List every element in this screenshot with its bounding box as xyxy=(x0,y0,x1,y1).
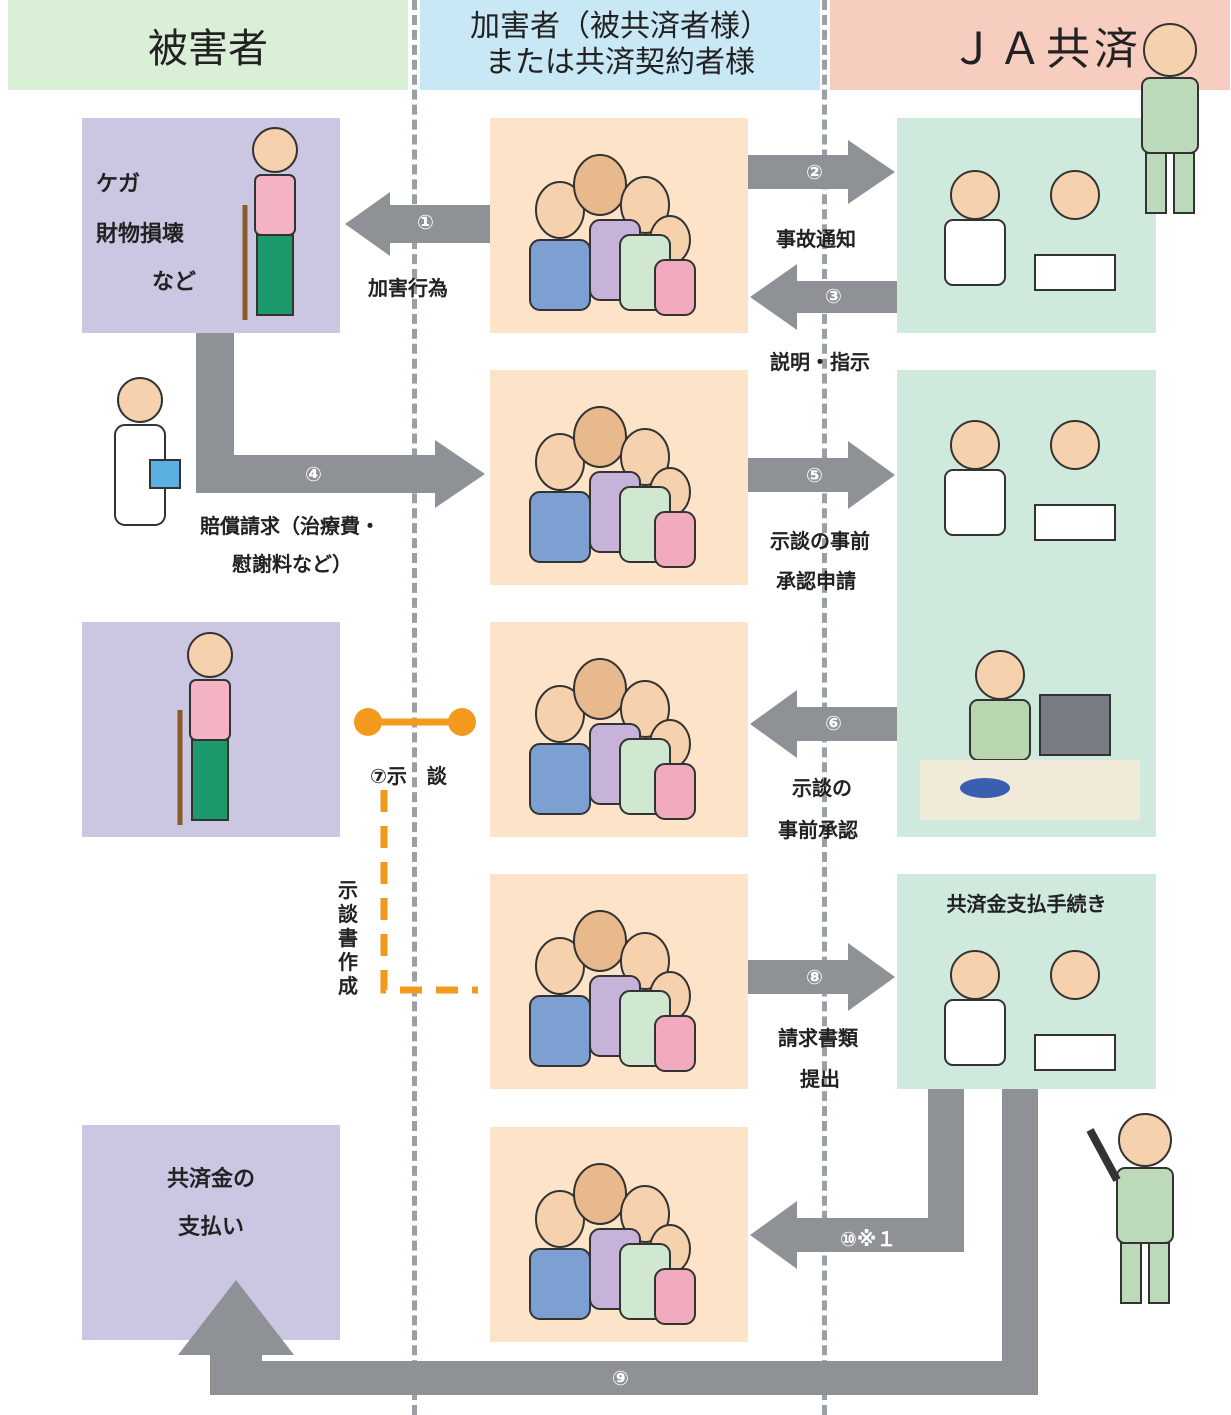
arrow-8 xyxy=(748,943,895,1011)
arrow-5 xyxy=(748,441,895,509)
step-3-label: 説明・指示 xyxy=(770,350,870,374)
step-7-label: ⑦示 談 xyxy=(370,764,447,788)
step-10-label: ⑩※１ xyxy=(840,1227,897,1251)
step-2-label: 事故通知 xyxy=(776,227,856,251)
step-3-number: ③ xyxy=(825,284,842,308)
header-perpetrator-line1: 加害者（被共済者様） xyxy=(470,9,770,44)
ja-staff-computer xyxy=(920,650,1140,820)
header-perpetrator-line2: または共済契約者様 xyxy=(485,45,755,80)
arrow-3 xyxy=(750,264,897,330)
victim-payment-text-2: 支払い xyxy=(177,1215,244,1240)
step-6-label-1: 示談の xyxy=(792,776,852,800)
family-illustration-5 xyxy=(529,1163,696,1325)
step-4-label-1: 賠償請求（治療費・ xyxy=(200,514,380,538)
step-4-number: ④ xyxy=(305,462,322,486)
step-8-label-1: 請求書類 xyxy=(778,1026,858,1050)
family-illustration-2 xyxy=(529,406,696,568)
victim-payment-box: 共済金の 支払い xyxy=(82,1125,340,1340)
family-illustration-1 xyxy=(529,154,696,316)
header-ja-label: ＪＡ共済 xyxy=(950,24,1142,75)
step-6-label-2: 事前承認 xyxy=(778,818,858,842)
arrow-1 xyxy=(345,192,490,256)
agreement-doc-line xyxy=(380,790,478,994)
step-1-number: ① xyxy=(417,210,434,234)
injured-person-1 xyxy=(242,127,298,320)
ja-staff-pair-3 xyxy=(944,950,1116,1071)
step-5-label-2: 承認申請 xyxy=(776,569,856,593)
arrow-4 xyxy=(196,333,485,508)
victim-injury-text-2: 財物損壊 xyxy=(96,222,185,247)
step-1-label: 加害行為 xyxy=(368,276,448,300)
ja-mascot-man xyxy=(1141,23,1199,214)
step-5-number: ⑤ xyxy=(806,463,823,487)
column-divider-left xyxy=(412,0,417,1415)
step-8-number: ⑧ xyxy=(806,965,823,989)
step-8-label-2: 提出 xyxy=(800,1067,840,1091)
step-2-number: ② xyxy=(806,160,823,184)
family-illustration-4 xyxy=(529,910,696,1072)
ja-staff-pair-1 xyxy=(944,170,1116,291)
family-illustration-3 xyxy=(529,658,696,820)
ja-box-1 xyxy=(897,118,1156,333)
ja-payment-procedure-label: 共済金支払手続き xyxy=(946,892,1107,916)
settlement-dot-left xyxy=(354,708,382,736)
victim-injury-text-3: など xyxy=(152,270,197,295)
victim-payment-text-1: 共済金の xyxy=(166,1167,255,1192)
nurse xyxy=(114,377,181,526)
header-perpetrator: 加害者（被共済者様） または共済契約者様 xyxy=(420,0,820,90)
step-5-label-1: 示談の事前 xyxy=(770,529,870,553)
victim-injury-text-1: ケガ xyxy=(96,172,141,197)
step-7-vertical-label: 示談書作成 xyxy=(338,878,358,998)
step-4-label-2: 慰謝料など） xyxy=(232,552,352,576)
injured-person-2 xyxy=(177,632,233,825)
arrow-2 xyxy=(748,140,895,204)
ja-staff-pair-2 xyxy=(944,420,1116,541)
step-9-number: ⑨ xyxy=(612,1366,629,1390)
settlement-dot-right xyxy=(448,708,476,736)
header-victim-label: 被害者 xyxy=(148,26,268,72)
arrow-6 xyxy=(750,690,897,758)
ja-cheering-man xyxy=(1086,1113,1174,1304)
header-victim: 被害者 xyxy=(8,0,408,90)
step-6-number: ⑥ xyxy=(825,711,842,735)
arrow-10 xyxy=(750,1089,964,1269)
arrow-9 xyxy=(178,1089,1038,1395)
